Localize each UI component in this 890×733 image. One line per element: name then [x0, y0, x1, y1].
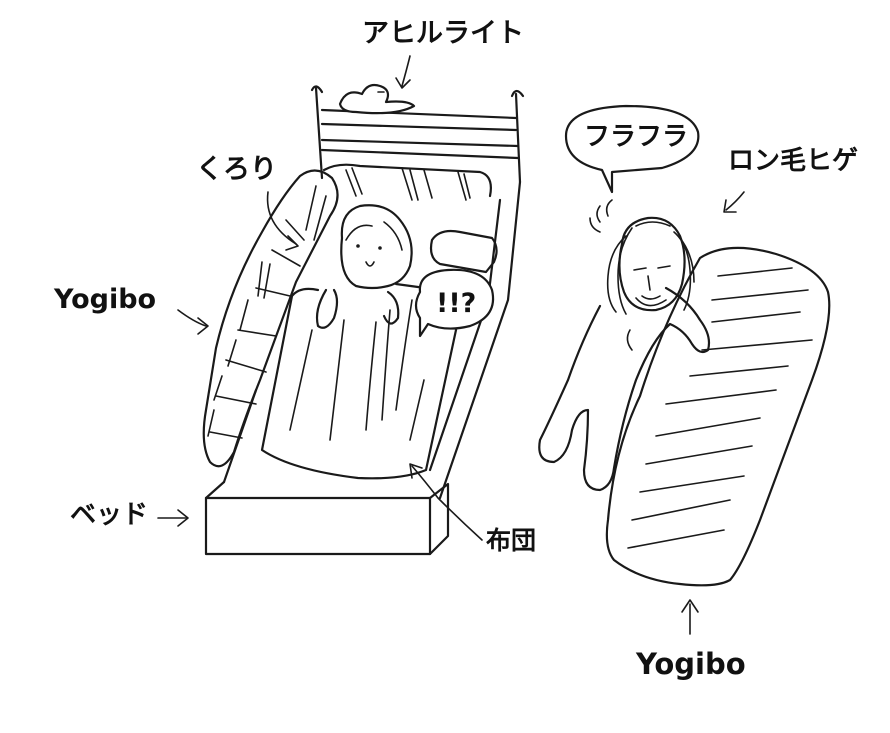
arrow-yogibo-left [177, 309, 207, 327]
label-futon: 布団 [486, 526, 537, 555]
label-furafura: フラフラ [584, 122, 689, 152]
arrow-futon [411, 465, 483, 541]
arrows [157, 55, 745, 635]
bed-drawing [202, 83, 525, 556]
label-yogibo-right: Yogibo [636, 647, 746, 681]
label-aheru-light: アヒルライト [362, 18, 524, 49]
label-surprise: !!? [436, 288, 477, 319]
man-and-yogibo-drawing [538, 104, 831, 587]
arrow-ronge-hige [725, 191, 745, 211]
label-yogibo-left: Yogibo [54, 284, 157, 315]
label-bed: ベッド [70, 500, 149, 530]
arrow-aheru-light [401, 55, 411, 87]
label-ronge-hige: ロン毛ヒゲ [728, 146, 859, 176]
label-kurori: くろり [196, 154, 277, 185]
arrow-kurori [266, 191, 297, 245]
